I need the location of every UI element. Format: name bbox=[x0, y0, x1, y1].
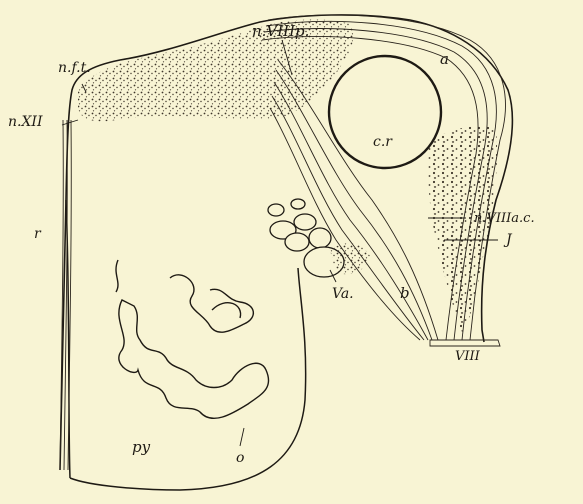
cell-cluster bbox=[268, 199, 344, 277]
label-py: py bbox=[132, 438, 151, 456]
label-n-f-t: n.f.t. bbox=[58, 60, 91, 76]
label-b: b bbox=[400, 284, 410, 302]
label-n-viii-a-c: n.VIIIa.c. bbox=[474, 211, 535, 226]
stipple-patch bbox=[330, 243, 370, 274]
corpus-restiforme-circle bbox=[329, 56, 441, 168]
nerve-viii-bundle bbox=[430, 340, 500, 346]
label-o: o bbox=[236, 450, 244, 466]
label-c-r: c.r bbox=[373, 134, 393, 150]
label-viii: VIII bbox=[455, 349, 481, 364]
olive-convolution bbox=[116, 260, 269, 418]
label-a: a bbox=[440, 50, 449, 68]
label-va: Va. bbox=[332, 286, 354, 302]
label-r: r bbox=[34, 226, 42, 242]
section-outline-lower bbox=[66, 200, 306, 490]
label-n-viii-p: n.VIIIp. bbox=[252, 22, 309, 40]
label-n-xii: n.XII bbox=[8, 114, 43, 130]
label-j: J bbox=[503, 232, 513, 248]
